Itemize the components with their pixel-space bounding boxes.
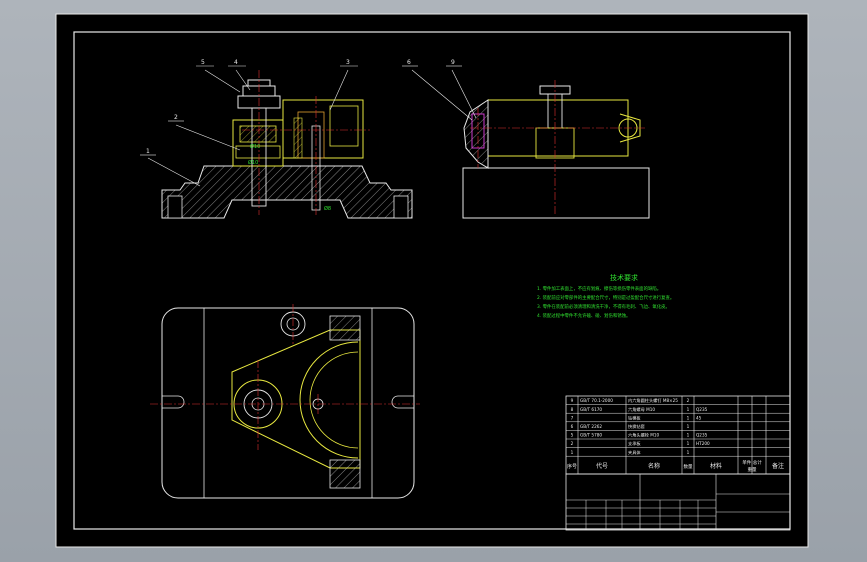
callout-1: 1 — [146, 148, 150, 155]
bom-cell-mat: 45 — [696, 415, 702, 420]
bom-cell-code: GB/T 6170 — [580, 407, 602, 412]
callout-4: 4 — [234, 59, 238, 66]
bom-cell-no: 2 — [571, 441, 574, 446]
tech-req-line: 4. 装配过程中零件不允许磕、碰、划伤和锈蚀。 — [537, 312, 630, 319]
tech-req-line: 1. 零件加工表面上，不应有划痕、擦伤等损伤零件表面的缺陷。 — [537, 285, 661, 292]
bom-cell-no: 7 — [571, 415, 574, 420]
bom-cell-name: 六角头螺栓 M10 — [628, 432, 660, 439]
bom-cell-qty: 1 — [687, 407, 690, 412]
bom-cell-name: 夹具体 — [628, 449, 641, 456]
bom-cell-no: 1 — [571, 450, 574, 455]
bom-cell-qty: 1 — [687, 450, 690, 455]
bom-cell-name: 支承板 — [628, 440, 641, 447]
paper-sheet — [55, 13, 809, 548]
tech-req-line: 2. 装配前应对零部件的主要配合尺寸，特别是过盈配合尺寸进行复查。 — [537, 294, 674, 301]
bom-cell-mat: Q235 — [696, 407, 708, 412]
front-view: Ø10 Ø10 Ø8 5 4 2 1 3 — [140, 59, 413, 219]
bom-cell-no: 6 — [571, 424, 574, 429]
fixture-body — [161, 165, 413, 219]
bom-header-weight-sub: 重量 — [748, 466, 757, 473]
bom-cell-name: 六角螺母 M10 — [628, 406, 655, 413]
callout-2: 2 — [174, 114, 178, 121]
bom-cell-qty: 1 — [687, 424, 690, 429]
bom-cell-name: 快换钻套 — [628, 423, 646, 430]
svg-text:Ø10: Ø10 — [250, 143, 260, 150]
title-block — [565, 473, 791, 531]
callout-5: 5 — [201, 59, 205, 66]
callout-9: 9 — [451, 59, 455, 66]
bom-header-qty: 数量 — [684, 463, 693, 470]
bom-cell-no: 5 — [571, 433, 574, 438]
svg-text:Ø10: Ø10 — [248, 159, 258, 166]
bom-cell-no: 8 — [571, 407, 574, 412]
bom-cell-mat: HT200 — [696, 441, 710, 446]
svg-text:Ø8: Ø8 — [324, 205, 331, 212]
bom-header-mat: 材料 — [710, 462, 722, 470]
drawing-frame — [73, 31, 791, 530]
bom-cell-qty: 1 — [687, 433, 690, 438]
bom-header-remark: 备注 — [772, 462, 784, 470]
bom-cell-qty: 1 — [687, 415, 690, 420]
bom-header-code: 代号 — [596, 462, 608, 470]
bom-cell-code: GB/T 5780 — [580, 433, 602, 438]
bom-cell-qty: 1 — [687, 441, 690, 446]
bom-header-name: 名称 — [648, 462, 660, 470]
bom-header-weight: 单件 总计 — [742, 459, 762, 466]
bom-cell-code: GB/T 70.1-2000 — [580, 398, 613, 403]
technical-requirements: 技术要求 1. 零件加工表面上，不应有划痕、擦伤等损伤零件表面的缺陷。 2. 装… — [537, 273, 674, 319]
bom-cell-mat: Q235 — [696, 433, 708, 438]
tech-req-line: 3. 零件在装配前必须清理和清洗干净，不得有毛刺、飞边、氧化皮。 — [537, 303, 670, 310]
bom-cell-qty: 2 — [687, 398, 690, 403]
callout-6: 6 — [407, 59, 411, 66]
bom-cell-no: 9 — [571, 398, 574, 403]
bom-cell-name: 钻模板 — [628, 414, 641, 421]
side-view: 6 9 — [402, 59, 650, 219]
tech-req-title: 技术要求 — [610, 273, 638, 282]
bom-cell-code: GB/T 2262 — [580, 424, 602, 429]
bom-header-no: 序号 — [567, 463, 577, 470]
bom-cell-name: 内六角圆柱头螺钉 M8×25 — [628, 397, 678, 404]
top-view — [150, 304, 420, 499]
callout-3: 3 — [346, 59, 350, 66]
